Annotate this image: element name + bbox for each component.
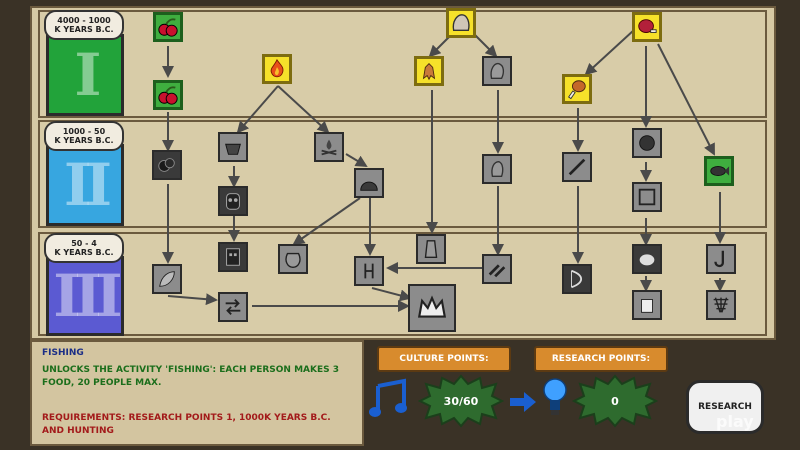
campfire-icon [321,139,337,156]
cherries-icon [158,18,178,37]
fur-icon [422,63,436,81]
tech-node-bow[interactable] [562,264,592,294]
research-points-value: 0 [611,394,619,408]
clothing-icon [424,240,438,258]
play-watermark-text: play [716,412,754,431]
era-banner-1: I [46,34,124,116]
arrow-right-icon [510,392,536,412]
cherries-icon [158,86,178,105]
tech-node-butchery[interactable] [632,128,662,158]
tech-node-rock[interactable] [482,154,512,184]
tech-node-fishing[interactable] [704,156,734,186]
net-icon [713,297,729,313]
culture-points-label: CULTURE POINTS: [377,346,511,372]
drumstick-icon [568,80,586,100]
tech-node-berries[interactable] [153,12,183,42]
tech-node-trap[interactable] [632,182,662,212]
play-watermark: play [716,412,754,431]
jar-icon [641,299,653,313]
stone-tool-icon [490,62,505,80]
tech-info-title: FISHING [42,348,84,358]
tech-node-pottery[interactable] [278,244,308,274]
leaf-icon [159,271,175,287]
trap-icon [638,188,656,206]
trade-arrows-icon [225,299,241,315]
tech-node-chiefdom[interactable] [408,284,456,332]
tech-node-gathering[interactable] [153,80,183,110]
bow-icon [571,269,583,289]
tools-icon [488,264,506,278]
pottery-icon [285,252,301,268]
tech-node-stone[interactable] [446,8,476,38]
tech-node-clothing[interactable] [416,234,446,264]
burst-shape-icon [418,374,504,428]
tech-node-fire[interactable] [262,54,292,84]
tech-node-stone-tool[interactable] [482,56,512,86]
music-note-icon [369,378,407,417]
era-banner-2: II [46,144,124,226]
tech-info-panel: FISHING UNLOCKS THE ACTIVITY 'FISHING': … [30,340,364,446]
culture-points-value: 30/60 [443,394,479,408]
tech-tree-connectors [162,29,726,312]
tech-info-requirements: REQUIREMENTS: RESEARCH POINTS 1, 1000K Y… [42,413,331,436]
lightbulb-icon [543,378,567,415]
culture-points-burst: 30/60 [418,374,504,428]
tech-node-fur[interactable] [414,56,444,86]
stone-icon [452,14,470,32]
boar-icon [639,254,655,266]
fire-icon [270,58,284,78]
tech-node-stew[interactable] [632,290,662,320]
tech-node-hut[interactable] [354,168,384,198]
research-points-burst: 0 [572,374,658,428]
tech-node-sling[interactable] [354,256,384,286]
tech-node-domestication[interactable] [632,244,662,274]
tech-node-campfire[interactable] [314,132,344,162]
era-banner-3: III [46,256,124,336]
tech-node-fishing-net[interactable] [706,290,736,320]
tech-node-totem[interactable] [218,242,248,272]
coal-icon [158,158,175,172]
meat-chunk-icon [639,135,655,151]
tech-info-description: UNLOCKS THE ACTIVITY 'FISHING': EACH PER… [42,365,340,388]
spear-icon [568,158,586,176]
tech-node-tools[interactable] [482,254,512,284]
era-years-label: 50 - 4 K YEARS B.C. [44,233,124,263]
tech-node-fishhook[interactable] [706,244,736,274]
hut-icon [360,181,378,191]
rock-icon [491,160,504,178]
era-numeral: II [63,151,112,219]
pot-icon [225,143,241,155]
ham-icon [638,19,657,33]
tech-node-spear[interactable] [562,152,592,182]
fishhook-icon [714,250,724,268]
tech-node-mask[interactable] [218,186,248,216]
research-points-label: RESEARCH POINTS: [534,346,668,372]
tech-node-meat[interactable] [632,12,662,42]
sling-icon [364,263,374,279]
mask-icon [226,193,240,210]
era-numeral: III [53,262,122,330]
tech-node-cooking[interactable] [218,132,248,162]
tech-node-agriculture[interactable] [152,264,182,294]
tech-node-coal[interactable] [152,150,182,180]
era-years-label: 4000 - 1000 K YEARS B.C. [44,10,124,40]
tech-node-hunting[interactable] [562,74,592,104]
burst-shape-icon [572,374,658,428]
era-years-label: 1000 - 50 K YEARS B.C. [44,121,124,151]
crown-icon [417,295,447,318]
research-button[interactable]: RESEARCH [686,380,764,434]
totem-icon [226,248,240,266]
fish-icon [710,165,730,177]
tech-node-trade[interactable] [218,292,248,322]
